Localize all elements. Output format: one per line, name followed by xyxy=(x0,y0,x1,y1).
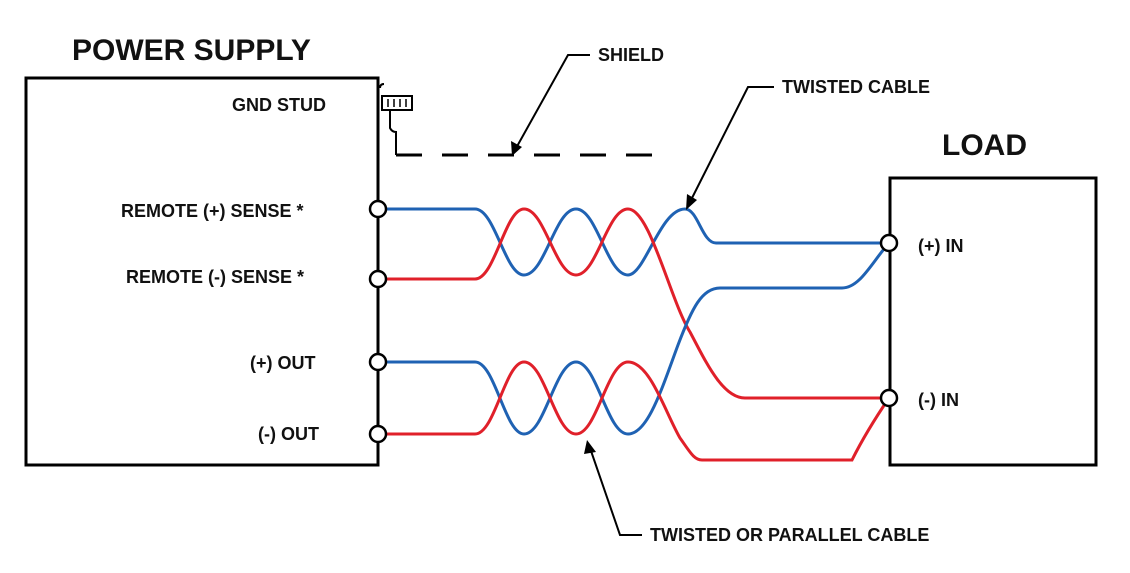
twisted-cable-leader xyxy=(689,86,774,203)
remote-plus-sense-terminal xyxy=(368,199,388,219)
shield-drain-wire xyxy=(389,110,397,155)
remote-plus-sense-label: REMOTE (+) SENSE * xyxy=(121,201,304,221)
gnd-stud-label: GND STUD xyxy=(232,95,326,115)
minus-out-label: (-) OUT xyxy=(258,424,319,444)
remote-sense-plus-wire xyxy=(378,207,889,277)
remote-sense-minus-wire xyxy=(378,207,889,400)
remote-minus-sense-terminal xyxy=(368,269,388,289)
load-box xyxy=(888,176,1098,467)
plus-output-wire xyxy=(378,242,891,436)
load-title: LOAD xyxy=(942,129,1027,162)
plus-out-label: (+) OUT xyxy=(250,353,316,373)
twisted-or-parallel-arrowhead xyxy=(584,440,596,454)
minus-in-label: (-) IN xyxy=(918,390,959,410)
minus-in-terminal xyxy=(879,388,899,408)
remote-minus-sense-label: REMOTE (-) SENSE * xyxy=(126,267,304,287)
minus-out-terminal xyxy=(368,424,388,444)
shield-arrowhead xyxy=(511,141,522,156)
shield-label: SHIELD xyxy=(598,45,664,65)
power-supply-title: POWER SUPPLY xyxy=(72,34,311,67)
twisted-or-parallel-label: TWISTED OR PARALLEL CABLE xyxy=(650,525,929,545)
twisted-cable-arrowhead xyxy=(686,194,697,210)
twisted-cable-label: TWISTED CABLE xyxy=(782,77,930,97)
plus-out-terminal xyxy=(368,352,388,372)
twisted-or-parallel-leader xyxy=(589,447,642,536)
plus-in-label: (+) IN xyxy=(918,236,964,256)
ground-stud-icon xyxy=(379,83,413,111)
plus-in-terminal xyxy=(879,233,899,253)
minus-output-wire xyxy=(378,360,891,462)
shield-leader xyxy=(514,54,590,151)
